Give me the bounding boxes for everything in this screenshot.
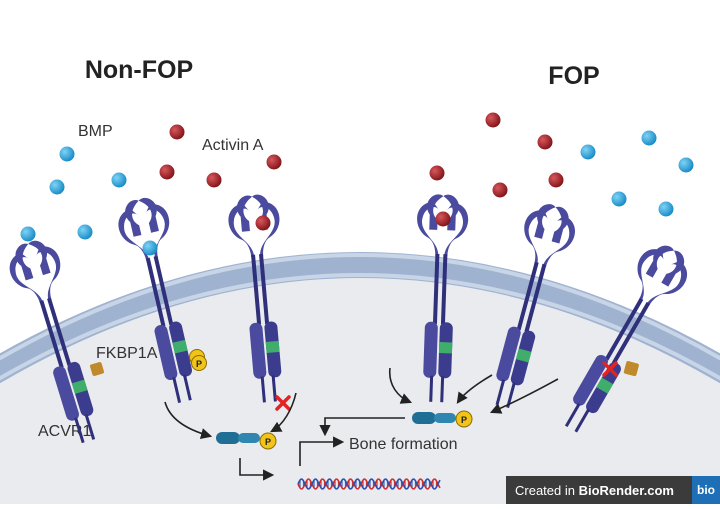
label-acvr1: ACVR1 (38, 423, 91, 440)
activin-ligand (492, 182, 508, 198)
smad-complex-non-fop: P (216, 432, 277, 450)
receptor-activin-non-fop (226, 192, 296, 405)
arrow-dna-to-bone (299, 436, 345, 466)
bmp-ligand (20, 226, 36, 242)
badge-brand: BioRender.com (578, 482, 674, 498)
bmp-ligand (611, 191, 627, 207)
arrow-fop-right (489, 378, 559, 414)
svg-text:P: P (196, 359, 202, 369)
receptor-fop-right (548, 236, 697, 442)
label-bone-formation: Bone formation (349, 436, 458, 453)
bmp-ligand (658, 201, 674, 217)
label-bmp: BMP (78, 123, 113, 140)
badge-prefix: Created in (515, 482, 579, 498)
arrow-smad-to-dna (239, 458, 275, 481)
block-x-non-fop (275, 395, 291, 411)
membrane-outer-leaflet (0, 253, 720, 361)
bmp-ligand (580, 144, 596, 160)
receptor-acvr1-inactive (3, 235, 113, 449)
activin-ligand (548, 172, 564, 188)
dna-strand (297, 478, 441, 490)
bmp-ligand (77, 224, 93, 240)
fkbp1a-inhibitor (90, 362, 104, 376)
bmp-ligand (111, 172, 127, 188)
block-x-fop (602, 361, 618, 377)
arrow-fop-left (388, 367, 413, 404)
label-activin-a: Activin A (202, 137, 264, 154)
bound-activin-ligand (435, 211, 451, 227)
biorender-badge[interactable]: Created in BioRender.com bio (506, 476, 720, 504)
title-fop: FOP (548, 62, 599, 90)
bmp-ligand (641, 130, 657, 146)
fkbp1a-released (623, 361, 639, 377)
dna-strand (297, 478, 441, 490)
signal-arrows (164, 367, 559, 481)
label-fkbp1a: FKBP1A (96, 345, 158, 362)
cell-membrane (0, 252, 720, 384)
biorender-logo-icon: bio (692, 476, 720, 504)
activin-ligand (206, 172, 222, 188)
activin-ligand (159, 164, 175, 180)
arrow-smad-to-bone (319, 417, 405, 437)
activin-a-ligands (159, 112, 564, 198)
activin-ligand (266, 154, 282, 170)
arrow-receptor-to-smad (164, 401, 213, 440)
receptor-bmp-bound: P (113, 193, 210, 408)
svg-text:P: P (461, 415, 467, 425)
arrow-fop-middle (456, 374, 493, 404)
bmp-ligands (20, 130, 694, 242)
arrow-activin-to-smad (270, 392, 297, 433)
bmp-ligand (49, 179, 65, 195)
activin-ligand (169, 124, 185, 140)
receptor-activin-fop (410, 193, 470, 403)
activin-ligand (429, 165, 445, 181)
activin-ligand (537, 134, 553, 150)
bound-activin-ligand (255, 215, 271, 231)
bmp-ligand (59, 146, 75, 162)
bmp-ligand (678, 157, 694, 173)
phosphate-marker (191, 355, 207, 371)
bound-bmp-ligand (142, 240, 158, 256)
activin-ligand (485, 112, 501, 128)
phosphate-marker (259, 432, 277, 450)
title-non-fop: Non-FOP (85, 56, 193, 84)
dna-helix (297, 478, 441, 490)
smad-complex-fop: P (412, 410, 473, 428)
svg-text:P: P (265, 437, 271, 447)
phosphate-marker (455, 410, 473, 428)
